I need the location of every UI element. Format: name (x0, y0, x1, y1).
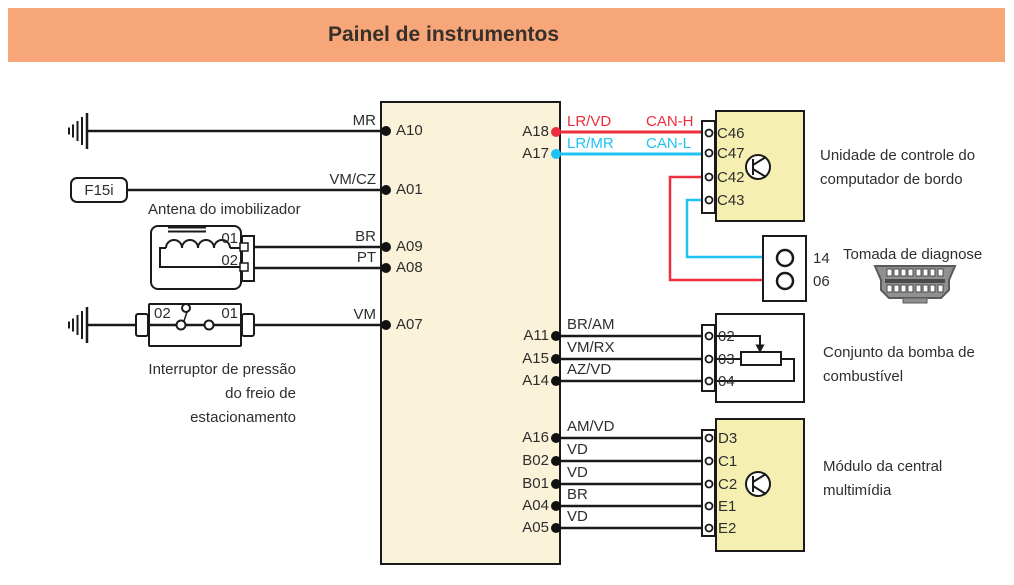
diag-pin-06: 06 (813, 273, 830, 290)
diag-socket-pins (775, 248, 795, 291)
pump-pin-04: 04 (718, 373, 735, 390)
wire-label-br-2: BR (567, 486, 588, 503)
pin-a15: A15 (522, 350, 549, 367)
ground-icon (68, 113, 89, 149)
instrument-panel-unit-box (380, 101, 561, 565)
pin-a09: A09 (396, 238, 423, 255)
wire-label-vd-3: VD (567, 508, 588, 525)
switch-contacts-icon (135, 303, 255, 337)
wire-label-vd-1: VD (567, 441, 588, 458)
pin-dot-a18 (551, 127, 561, 137)
pin-a17: A17 (522, 145, 549, 162)
wire-label-pt: PT (356, 249, 376, 266)
pump-potentiometer-icon (715, 335, 795, 382)
pump-connector-strip (701, 324, 716, 392)
pin-c43: C43 (717, 192, 745, 209)
left-wires (87, 129, 380, 327)
wire-label-bram: BR/AM (567, 316, 615, 333)
page-title: Painel de instrumentos (327, 23, 560, 46)
bus-label-can-l: CAN-L (646, 135, 692, 152)
wire-label-azvd: AZ/VD (567, 361, 612, 378)
antenna-pin-01: 01 (221, 230, 238, 247)
pin-b02: B02 (522, 452, 549, 469)
pin-a04: A04 (522, 497, 549, 514)
bus-label-can-h: CAN-H (646, 113, 694, 130)
pin-a08: A08 (396, 259, 423, 276)
wire-label-mr: MR (352, 112, 376, 129)
bordo-connector-strip (701, 120, 716, 214)
antenna-pin-02: 02 (221, 252, 238, 269)
media-pin-c1: C1 (718, 453, 738, 470)
wire-label-amvd: AM/VD (567, 418, 615, 435)
fuse-f15i: F15i (70, 177, 128, 203)
pin-a14: A14 (522, 372, 549, 389)
ecu-transistor-icon (745, 471, 771, 497)
wire-label-br: BR (355, 228, 376, 245)
can-h-diag-wire (668, 175, 762, 282)
ecu-transistor-icon (745, 154, 771, 180)
header-bar: Painel de instrumentos (8, 8, 1005, 62)
antenna-caption: Antena do imobilizador (148, 201, 301, 218)
switch-pin-02: 02 (154, 305, 171, 322)
antenna-coil-icon (159, 226, 241, 268)
pin-a16: A16 (522, 429, 549, 446)
pin-b01: B01 (522, 475, 549, 492)
diag-pin-14: 14 (813, 250, 830, 267)
ground-icon (68, 307, 89, 343)
pin-dot-a17 (551, 149, 561, 159)
right-wires (561, 334, 702, 530)
pump-pin-02: 02 (718, 328, 735, 345)
media-pin-c2: C2 (718, 476, 738, 493)
pin-c46: C46 (717, 125, 745, 142)
unit-left-pin-dots (381, 126, 391, 330)
unit-right-pin-dots (551, 331, 561, 533)
obd-connector-icon (873, 265, 957, 304)
wire-label-lrmr: LR/MR (567, 135, 614, 152)
pin-a10: A10 (396, 122, 423, 139)
antenna-connector-tab (239, 235, 255, 282)
pin-c42: C42 (717, 169, 745, 186)
fuse-label: F15i (84, 181, 114, 199)
media-connector-strip (701, 429, 716, 537)
switch-caption: Interruptor de pressão do freio de estac… (148, 361, 296, 426)
diag-caption: Tomada de diagnose (843, 246, 983, 263)
pump-pin-03: 03 (718, 351, 735, 368)
pin-a18: A18 (522, 123, 549, 140)
wire-label-lrvd: LR/VD (567, 113, 612, 130)
wire-label-vmcz: VM/CZ (329, 171, 376, 188)
media-pin-e1: E1 (718, 498, 737, 515)
wire-label-vmrx: VM/RX (567, 339, 615, 356)
media-pin-d3: D3 (718, 430, 738, 447)
switch-pin-01: 01 (221, 305, 238, 322)
diagnostic-socket-box (762, 235, 807, 302)
pump-caption: Conjunto da bomba de combustível (823, 344, 975, 385)
can-l-diag-wire (685, 198, 762, 259)
media-pin-e2: E2 (718, 520, 737, 537)
pin-c47: C47 (717, 145, 745, 162)
pin-a07: A07 (396, 316, 423, 333)
wire-label-vm: VM (353, 306, 377, 323)
pin-a01: A01 (396, 181, 423, 198)
bordo-caption: Unidade de controle do computador de bor… (820, 147, 976, 188)
wire-label-vd-2: VD (567, 464, 588, 481)
pin-a11: A11 (523, 327, 549, 344)
pin-a05: A05 (522, 519, 549, 536)
media-caption: Módulo da central multimídia (823, 458, 943, 499)
